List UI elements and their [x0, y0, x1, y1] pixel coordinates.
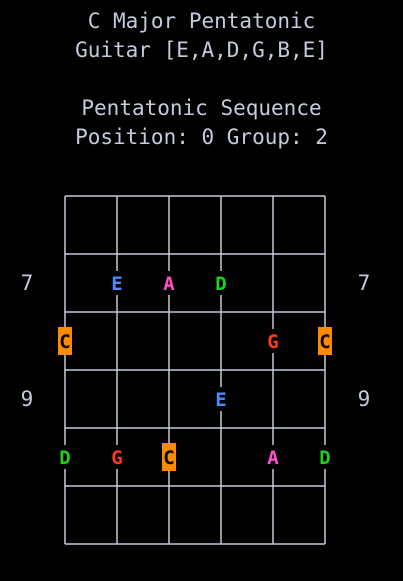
- note-mask: [265, 329, 281, 353]
- note-mask: [161, 271, 177, 295]
- note-mask: [57, 445, 73, 469]
- note-mask: [265, 445, 281, 469]
- note-label: G: [267, 331, 278, 353]
- note-mask: [213, 387, 229, 411]
- note-label: A: [267, 447, 279, 469]
- root-note-label: C: [163, 447, 174, 469]
- root-note-label: C: [59, 331, 70, 353]
- note-label: D: [215, 273, 226, 295]
- fret-number-left: 9: [21, 387, 34, 411]
- root-note-box: [318, 327, 332, 355]
- root-note-box: [162, 443, 176, 471]
- note-mask: [109, 445, 125, 469]
- root-note-box: [58, 327, 72, 355]
- fret-number-left: 7: [21, 271, 34, 295]
- note-mask: [213, 271, 229, 295]
- note-label: E: [215, 389, 226, 411]
- fret-number-right: 9: [358, 387, 371, 411]
- scale-title: C Major Pentatonic: [87, 9, 316, 33]
- root-note-label: C: [319, 331, 330, 353]
- note-mask: [109, 271, 125, 295]
- mode-label: Pentatonic Sequence: [81, 96, 322, 120]
- note-label: A: [163, 273, 175, 295]
- tuning-label: Guitar [E,A,D,G,B,E]: [75, 38, 328, 62]
- fret-number-right: 7: [358, 271, 371, 295]
- position-group-label: Position: 0 Group: 2: [75, 125, 328, 149]
- note-label: D: [59, 447, 70, 469]
- note-label: D: [319, 447, 330, 469]
- note-label: E: [111, 273, 122, 295]
- note-mask: [317, 445, 333, 469]
- note-label: G: [111, 447, 122, 469]
